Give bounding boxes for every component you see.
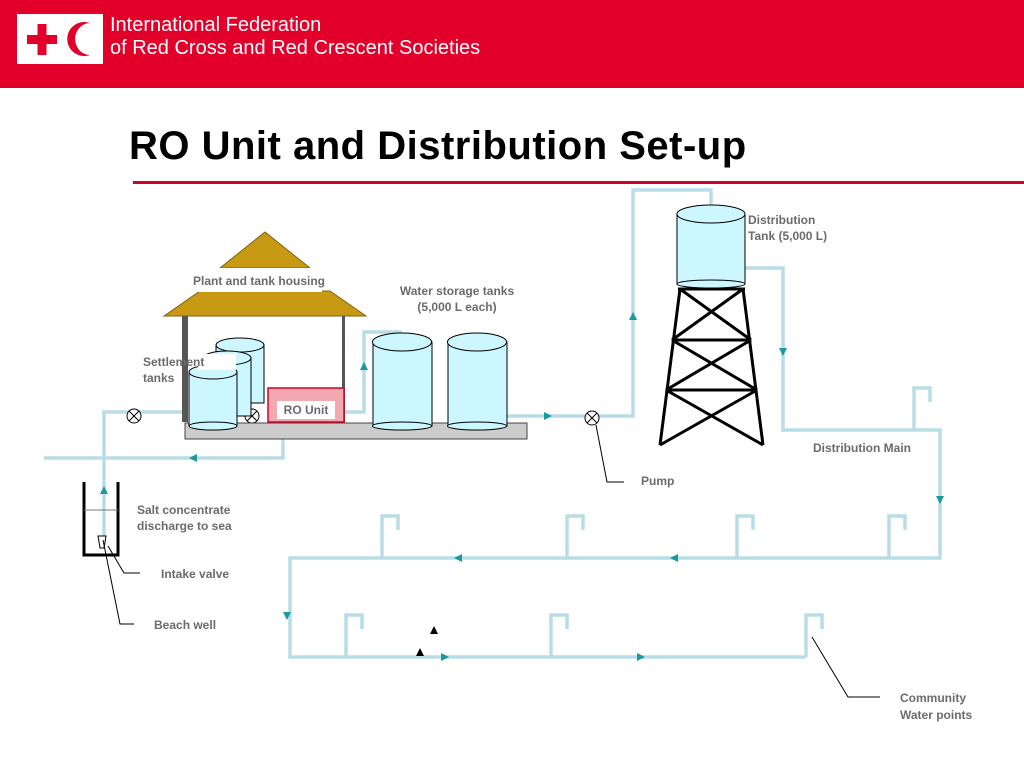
- label-community-1: Community: [900, 691, 966, 705]
- water-storage-tanks: [372, 332, 508, 431]
- label-salt-2: discharge to sea: [137, 519, 232, 533]
- tap-stub: [735, 514, 755, 558]
- page-title: RO Unit and Distribution Set-up: [129, 124, 747, 168]
- tap-stub: [912, 386, 932, 430]
- tap-stub: [549, 613, 569, 657]
- tap-stub: [565, 514, 585, 558]
- header-bar: International Federation of Red Cross an…: [0, 0, 1024, 88]
- tank-outflow-pipe: [288, 266, 942, 659]
- leader-lines: [102, 424, 880, 698]
- intake-pipe: [102, 410, 188, 545]
- marker-triangle: [430, 626, 438, 634]
- plant-housing: [162, 231, 528, 440]
- distribution-tank: [676, 204, 746, 289]
- valve-icon: [126, 408, 142, 424]
- label-intake-valve: Intake valve: [161, 567, 229, 581]
- label-ro-unit: RO Unit: [284, 403, 329, 417]
- label-plant-housing: Plant and tank housing: [193, 274, 325, 288]
- org-name: International Federation of Red Cross an…: [110, 14, 480, 60]
- beach-well: [82, 482, 120, 557]
- label-community-2: Water points: [900, 708, 973, 722]
- label-storage-1: Water storage tanks: [400, 284, 515, 298]
- tap-stub: [344, 613, 364, 657]
- label-salt-1: Salt concentrate: [137, 503, 231, 517]
- title-rule: [133, 181, 1024, 184]
- label-dist-tank-1: Distribution: [748, 213, 815, 227]
- label-settlement-2: tanks: [143, 371, 175, 385]
- tap-stub: [380, 514, 400, 558]
- tap-stub: [804, 613, 824, 657]
- org-name-line1: International Federation: [110, 14, 322, 36]
- label-storage-2: (5,000 L each): [417, 300, 496, 314]
- label-beach-well: Beach well: [154, 618, 216, 632]
- platform: [184, 422, 528, 440]
- label-settlement-1: Settlement: [143, 355, 204, 369]
- red-cross-crescent-logo-icon: [17, 14, 103, 64]
- tap-stub: [887, 514, 907, 558]
- label-pump: Pump: [641, 474, 674, 488]
- pump-icon: [584, 410, 600, 426]
- marker-triangle: [416, 648, 424, 656]
- tank-tower: [658, 287, 765, 447]
- label-distribution-main: Distribution Main: [813, 441, 911, 455]
- org-name-line2: of Red Cross and Red Crescent Societies: [110, 37, 481, 59]
- label-dist-tank-2: Tank (5,000 L): [748, 229, 827, 243]
